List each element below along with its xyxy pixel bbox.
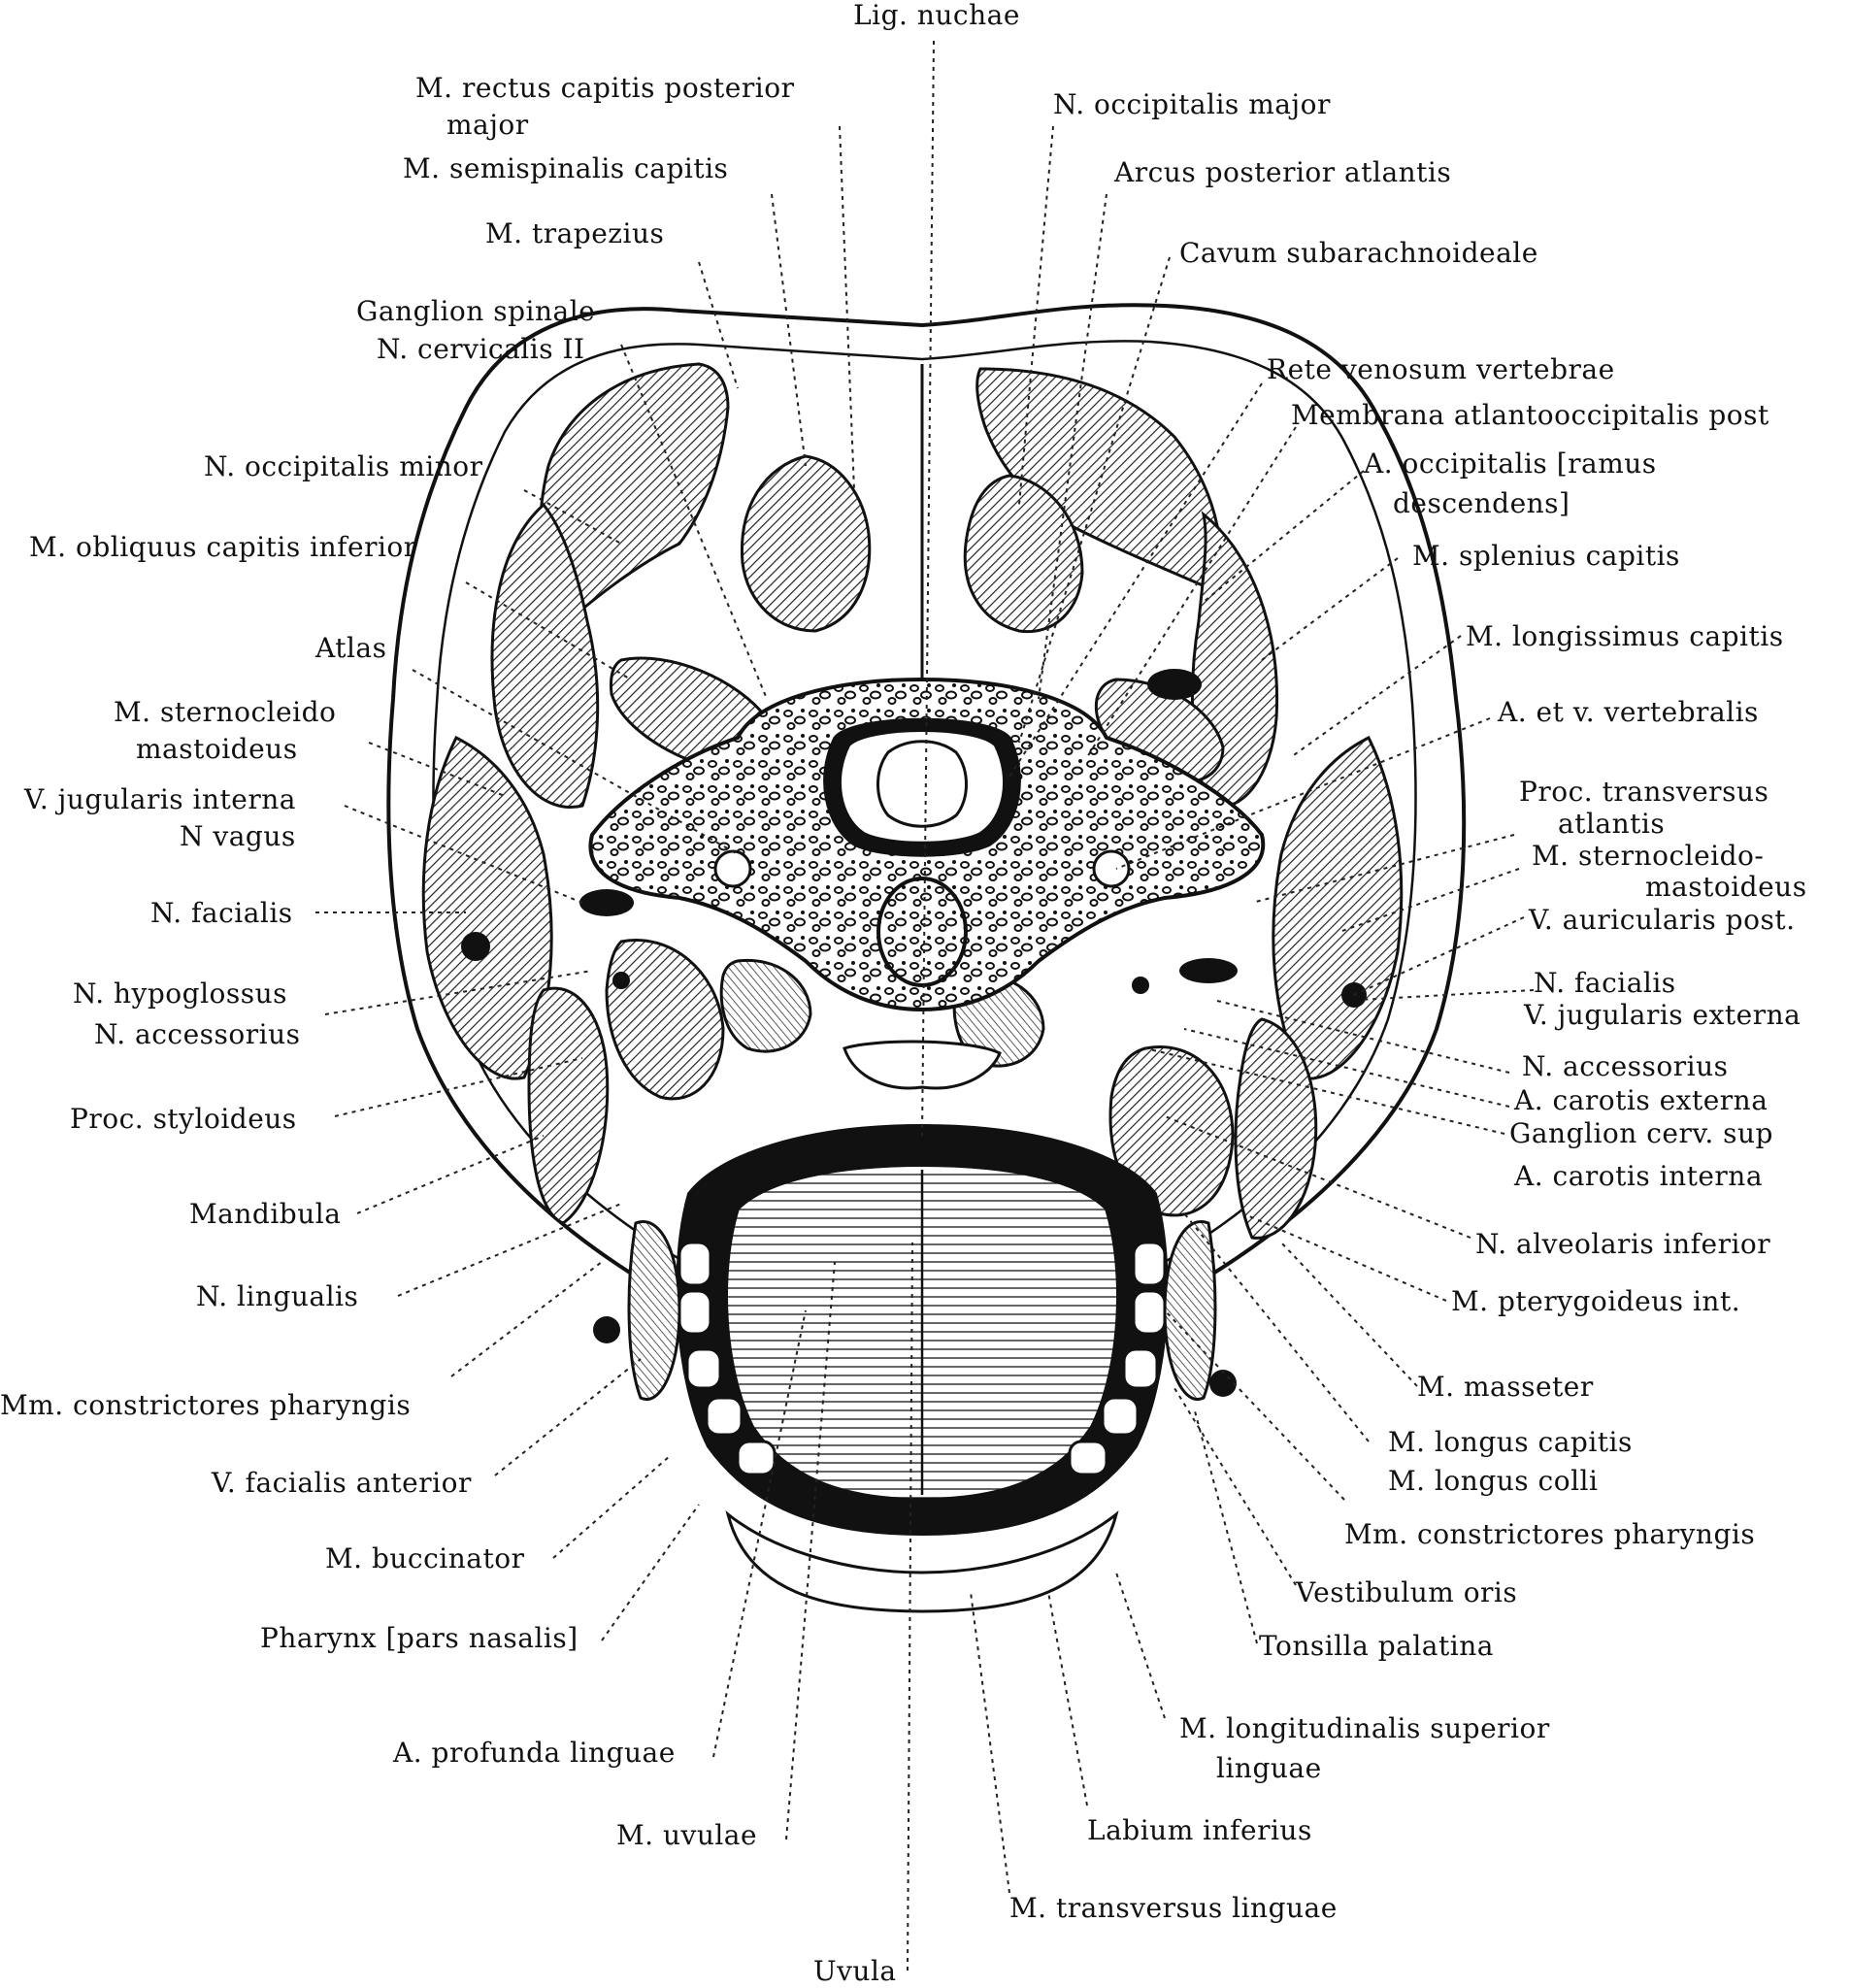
label-mandibula: Mandibula xyxy=(189,1198,342,1230)
label-jugularis-externa: V. jugularis externa xyxy=(1524,999,1801,1031)
jugular-vein-left xyxy=(579,889,634,916)
label-obliquus: M. obliquus capitis inferior xyxy=(29,531,417,563)
label-styloideus: Proc. styloideus xyxy=(70,1103,297,1135)
label-tonsilla: Tonsilla palatina xyxy=(1259,1630,1494,1662)
label-longissimus: M. longissimus capitis xyxy=(1466,620,1784,652)
label-rete: Rete venosum vertebrae xyxy=(1267,353,1615,385)
label-vestibulum: Vestibulum oris xyxy=(1296,1576,1518,1608)
label-vertebralis: A. et v. vertebralis xyxy=(1498,696,1759,728)
label-jugularis-interna-left: V. jugularis interna xyxy=(24,783,296,815)
vessel-left-1 xyxy=(461,932,490,961)
label-arcus-posterior: Arcus posterior atlantis xyxy=(1114,156,1452,188)
label-mastoideus-right: mastoideus xyxy=(1645,871,1807,903)
label-occipitalis-ramus: A. occipitalis [ramus xyxy=(1364,447,1657,480)
labium-inferius xyxy=(725,1510,1119,1613)
label-transversus: M. transversus linguae xyxy=(1009,1892,1338,1924)
label-buccinator: M. buccinator xyxy=(325,1542,525,1574)
vessel-right-3 xyxy=(1209,1370,1237,1397)
leader-lines xyxy=(315,40,1535,1971)
label-carotis-interna: A. carotis interna xyxy=(1514,1160,1764,1192)
label-mastoideus-left: mastoideus xyxy=(136,733,298,765)
vessel-left-3 xyxy=(593,1316,620,1343)
label-facialis-right: N. facialis xyxy=(1534,967,1676,999)
longus-capitis-left xyxy=(719,958,812,1053)
label-accessorius-right: N. accessorius xyxy=(1522,1050,1729,1082)
tonsil-right xyxy=(1163,1220,1217,1401)
vessel-right-2 xyxy=(1132,977,1149,994)
label-lingualis: N. lingualis xyxy=(196,1280,359,1312)
label-membrana: Membrana atlantooccipitalis post xyxy=(1291,399,1769,431)
label-profunda-linguae: A. profunda linguae xyxy=(393,1737,676,1769)
label-carotis-externa: A. carotis externa xyxy=(1514,1084,1768,1116)
label-constrictores-left: Mm. constrictores pharyngis xyxy=(0,1389,412,1421)
label-rectus-capitis: M. rectus capitis posterior xyxy=(415,72,795,104)
label-ganglion-cerv: Ganglion cerv. sup xyxy=(1509,1117,1773,1149)
label-occipitalis-major: N. occipitalis major xyxy=(1053,88,1331,120)
label-linguae: linguae xyxy=(1216,1752,1322,1784)
splenius-left xyxy=(490,502,600,809)
label-auricularis: V. auricularis post. xyxy=(1529,904,1796,936)
pterygoid-right xyxy=(1108,1045,1235,1217)
label-labium: Labium inferius xyxy=(1087,1814,1312,1846)
trapezius-right xyxy=(975,367,1223,595)
label-splenius: M. splenius capitis xyxy=(1412,540,1680,572)
label-alveolaris: N. alveolaris inferior xyxy=(1475,1228,1771,1260)
label-pharynx: Pharynx [pars nasalis] xyxy=(260,1622,578,1654)
label-trapezius: M. trapezius xyxy=(485,217,665,249)
masseter-left xyxy=(527,986,610,1225)
label-longitudinalis: M. longitudinalis superior xyxy=(1179,1712,1550,1744)
label-proc-transversus: Proc. transversus xyxy=(1519,776,1769,808)
jugular-vein-right xyxy=(1179,958,1238,983)
pterygoid-left xyxy=(605,939,725,1101)
label-semispinalis: M. semispinalis capitis xyxy=(403,152,729,184)
label-lig-nuchae: Lig. nuchae xyxy=(853,0,1020,31)
label-sternocleido-left: M. sternocleido xyxy=(114,696,337,728)
label-masseter: M. masseter xyxy=(1417,1371,1594,1403)
trapezius-left xyxy=(539,362,730,624)
label-vagus: N vagus xyxy=(180,820,296,852)
label-cavum: Cavum subarachnoideale xyxy=(1179,237,1538,269)
label-accessorius-left: N. accessorius xyxy=(94,1018,301,1050)
teeth xyxy=(678,1241,1167,1476)
label-longus-colli: M. longus colli xyxy=(1388,1465,1599,1497)
label-descendens: descendens] xyxy=(1393,487,1570,519)
vessel-right-4 xyxy=(1147,669,1202,700)
label-facialis-left: N. facialis xyxy=(150,897,293,929)
tonsil-left xyxy=(627,1220,681,1401)
label-ganglion-spinale: Ganglion spinale xyxy=(356,295,596,327)
label-cervicalis-ii: N. cervicalis II xyxy=(377,333,585,365)
label-atlas: Atlas xyxy=(315,632,387,664)
label-facialis-anterior: V. facialis anterior xyxy=(212,1467,472,1499)
vertebral-foramen-left xyxy=(713,849,752,888)
vertebral-foramen-right xyxy=(1092,849,1131,888)
spinal-cord xyxy=(876,740,968,828)
label-hypoglossus: N. hypoglossus xyxy=(73,977,288,1010)
semispinalis-left xyxy=(740,454,872,633)
label-constrictores-right: Mm. constrictores pharyngis xyxy=(1344,1518,1756,1550)
label-pterygoideus: M. pterygoideus int. xyxy=(1451,1285,1741,1317)
label-longus-capitis: M. longus capitis xyxy=(1388,1426,1633,1458)
label-sternocleido-right: M. sternocleido- xyxy=(1532,840,1765,872)
vessel-left-2 xyxy=(612,972,630,989)
label-uvula: Uvula xyxy=(813,1955,897,1987)
label-rectus-capitis-major: major xyxy=(446,109,529,141)
label-uvulae: M. uvulae xyxy=(616,1819,758,1851)
label-atlantis: atlantis xyxy=(1558,808,1666,840)
dens-axis xyxy=(876,877,968,987)
label-occipitalis-minor: N. occipitalis minor xyxy=(204,450,483,482)
